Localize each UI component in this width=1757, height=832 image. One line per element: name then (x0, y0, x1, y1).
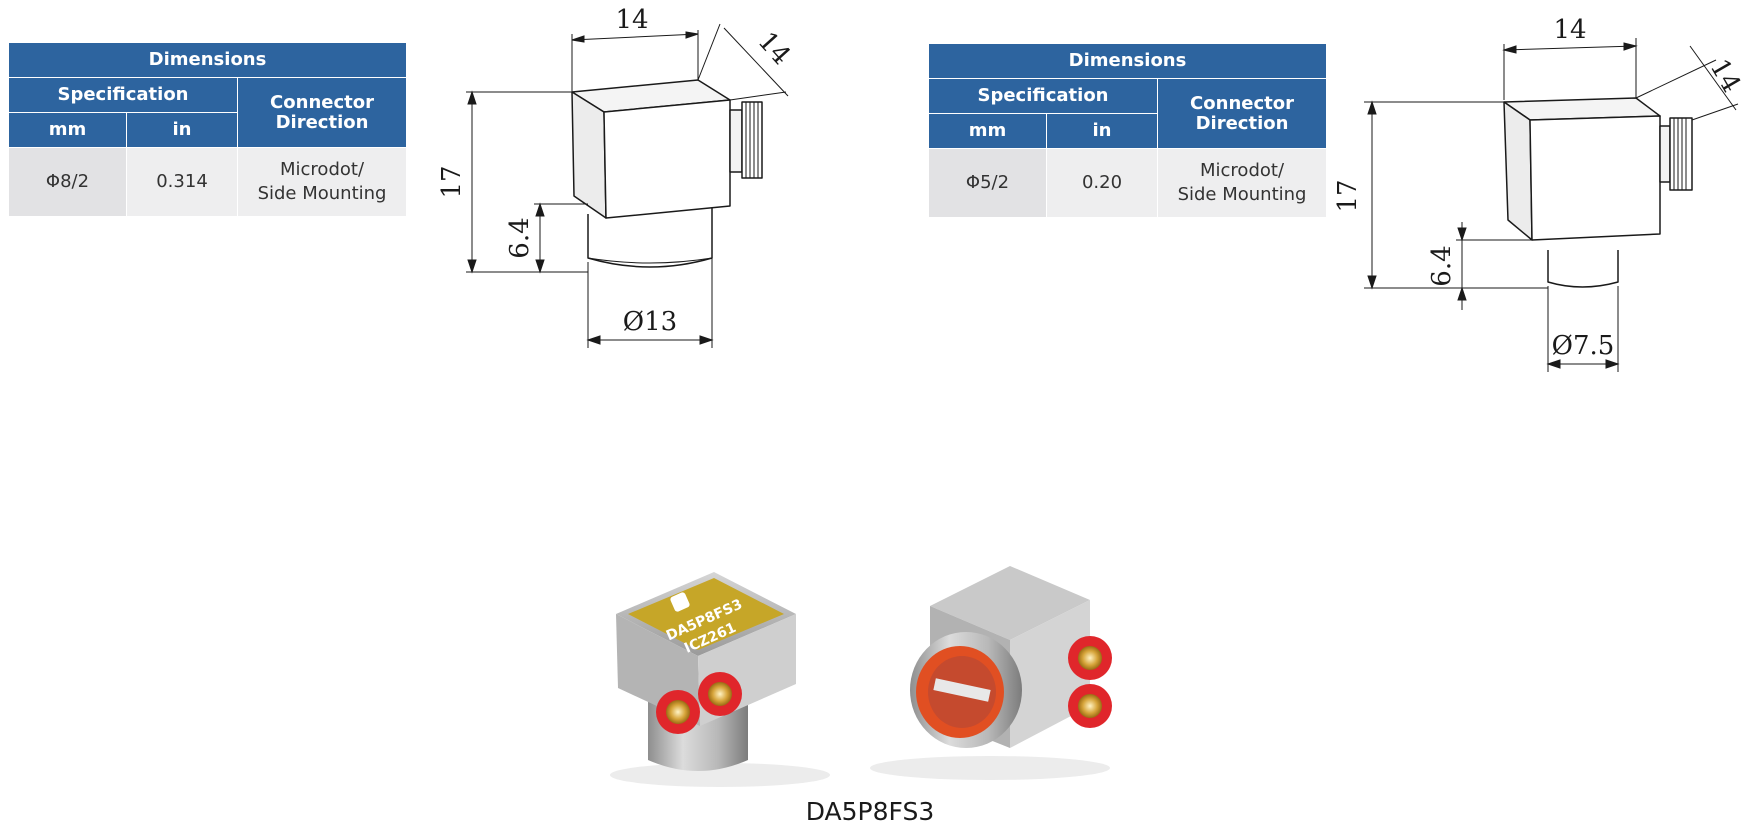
dimensions-table-left: Dimensions Specification Connector Direc… (7, 42, 408, 217)
mm-column-header: mm (928, 113, 1047, 149)
dim-diameter: Ø7.5 (1552, 331, 1615, 361)
dimension-lines (1364, 38, 1739, 372)
mm-column-header: mm (8, 112, 127, 148)
dim-width: 14 (1553, 15, 1586, 45)
dim-depth: 14 (1704, 54, 1747, 98)
product-caption: DA5P8FS3 (805, 797, 935, 826)
sensor-left: DA5P8FS3 ICZ261 (610, 572, 830, 787)
mm-value: Φ5/2 (928, 148, 1047, 218)
in-column-header: in (126, 112, 238, 148)
table-title: Dimensions (927, 43, 1328, 79)
table-row: Φ8/2 0.314 Microdot/ Side Mounting (8, 147, 408, 217)
connector-line1: Microdot/ (280, 159, 365, 180)
in-column-header: in (1046, 113, 1158, 149)
dim-height: 17 (437, 165, 467, 198)
dimension-lines (466, 23, 789, 348)
mm-value: Φ8/2 (8, 147, 127, 217)
dim-height: 17 (1333, 179, 1363, 212)
connector-line1: Microdot/ (1200, 160, 1285, 181)
in-value: 0.20 (1046, 148, 1158, 218)
table-row: Φ5/2 0.20 Microdot/ Side Mounting (928, 148, 1328, 218)
technical-drawing-right: 14 14 17 6.4 Ø7.5 (1333, 15, 1747, 372)
dim-diameter: Ø13 (623, 307, 677, 337)
in-value: 0.314 (126, 147, 238, 217)
table-title: Dimensions (7, 42, 408, 78)
dimensions-table-right: Dimensions Specification Connector Direc… (927, 43, 1328, 218)
connector-direction-header: Connector Direction (236, 77, 408, 148)
sensor-outline (1503, 97, 1693, 288)
connector-value: Microdot/ Side Mounting (1156, 148, 1328, 218)
brand-logo-icon (670, 592, 690, 612)
sensor-outline (571, 79, 763, 268)
product-photo: DA5P8FS3 ICZ261 (610, 566, 1112, 787)
specification-header: Specification (8, 77, 238, 113)
connector-value: Microdot/ Side Mounting (236, 147, 408, 217)
connector-direction-header: Connector Direction (1156, 78, 1328, 149)
sensor-right (870, 566, 1112, 780)
technical-drawing-left: 14 14 17 6.4 Ø13 (437, 5, 796, 348)
specification-header: Specification (928, 78, 1158, 114)
dim-base-height: 6.4 (1427, 245, 1457, 286)
connector-line2: Side Mounting (257, 183, 387, 204)
connector-line2: Side Mounting (1177, 184, 1307, 205)
dim-base-height: 6.4 (505, 217, 535, 258)
dim-width: 14 (615, 5, 648, 35)
